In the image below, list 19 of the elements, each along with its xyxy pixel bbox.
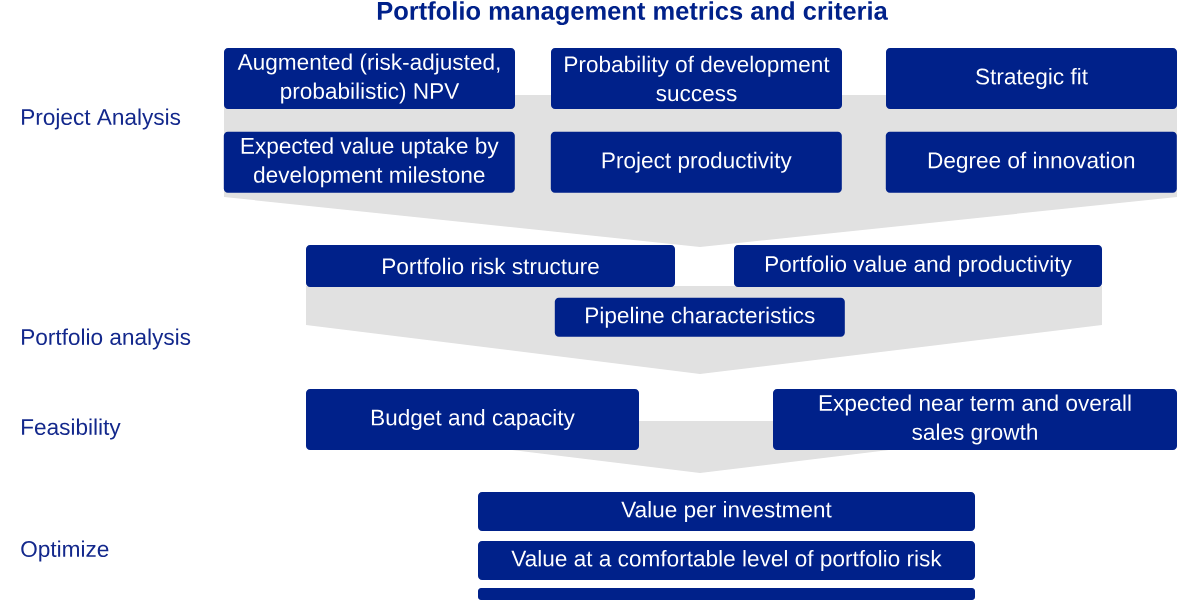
metric-box: Portfolio risk structure xyxy=(306,245,675,287)
metric-box: Augmented (risk-adjusted, probabilistic) NPV xyxy=(224,48,515,109)
metric-box: Budget and capacity xyxy=(306,389,639,450)
metric-box: Expected value uptake by development milestone xyxy=(223,131,515,193)
row-label: Optimize xyxy=(21,540,109,562)
metric-box: Value per investment xyxy=(478,492,975,531)
metric-box xyxy=(478,588,975,600)
title: Portfolio management metrics and criteria xyxy=(377,1,888,26)
metric-box: Strategic fit xyxy=(886,48,1177,109)
metric-box: Project productivity xyxy=(550,131,842,193)
row-label: Feasibility xyxy=(22,418,121,440)
metric-box: Probability of development success xyxy=(551,48,842,109)
row-label: Project Analysis xyxy=(22,108,181,130)
metric-box: Degree of innovation xyxy=(885,131,1177,193)
metric-box: Pipeline characteristics xyxy=(554,297,845,337)
row-label: Portfolio analysis xyxy=(22,328,191,350)
metric-box: Value at a comfortable level of portfolio risk xyxy=(478,541,975,580)
metric-box: Portfolio value and productivity xyxy=(734,245,1102,287)
metric-box: Expected near term and overall sales growth xyxy=(773,389,1177,450)
